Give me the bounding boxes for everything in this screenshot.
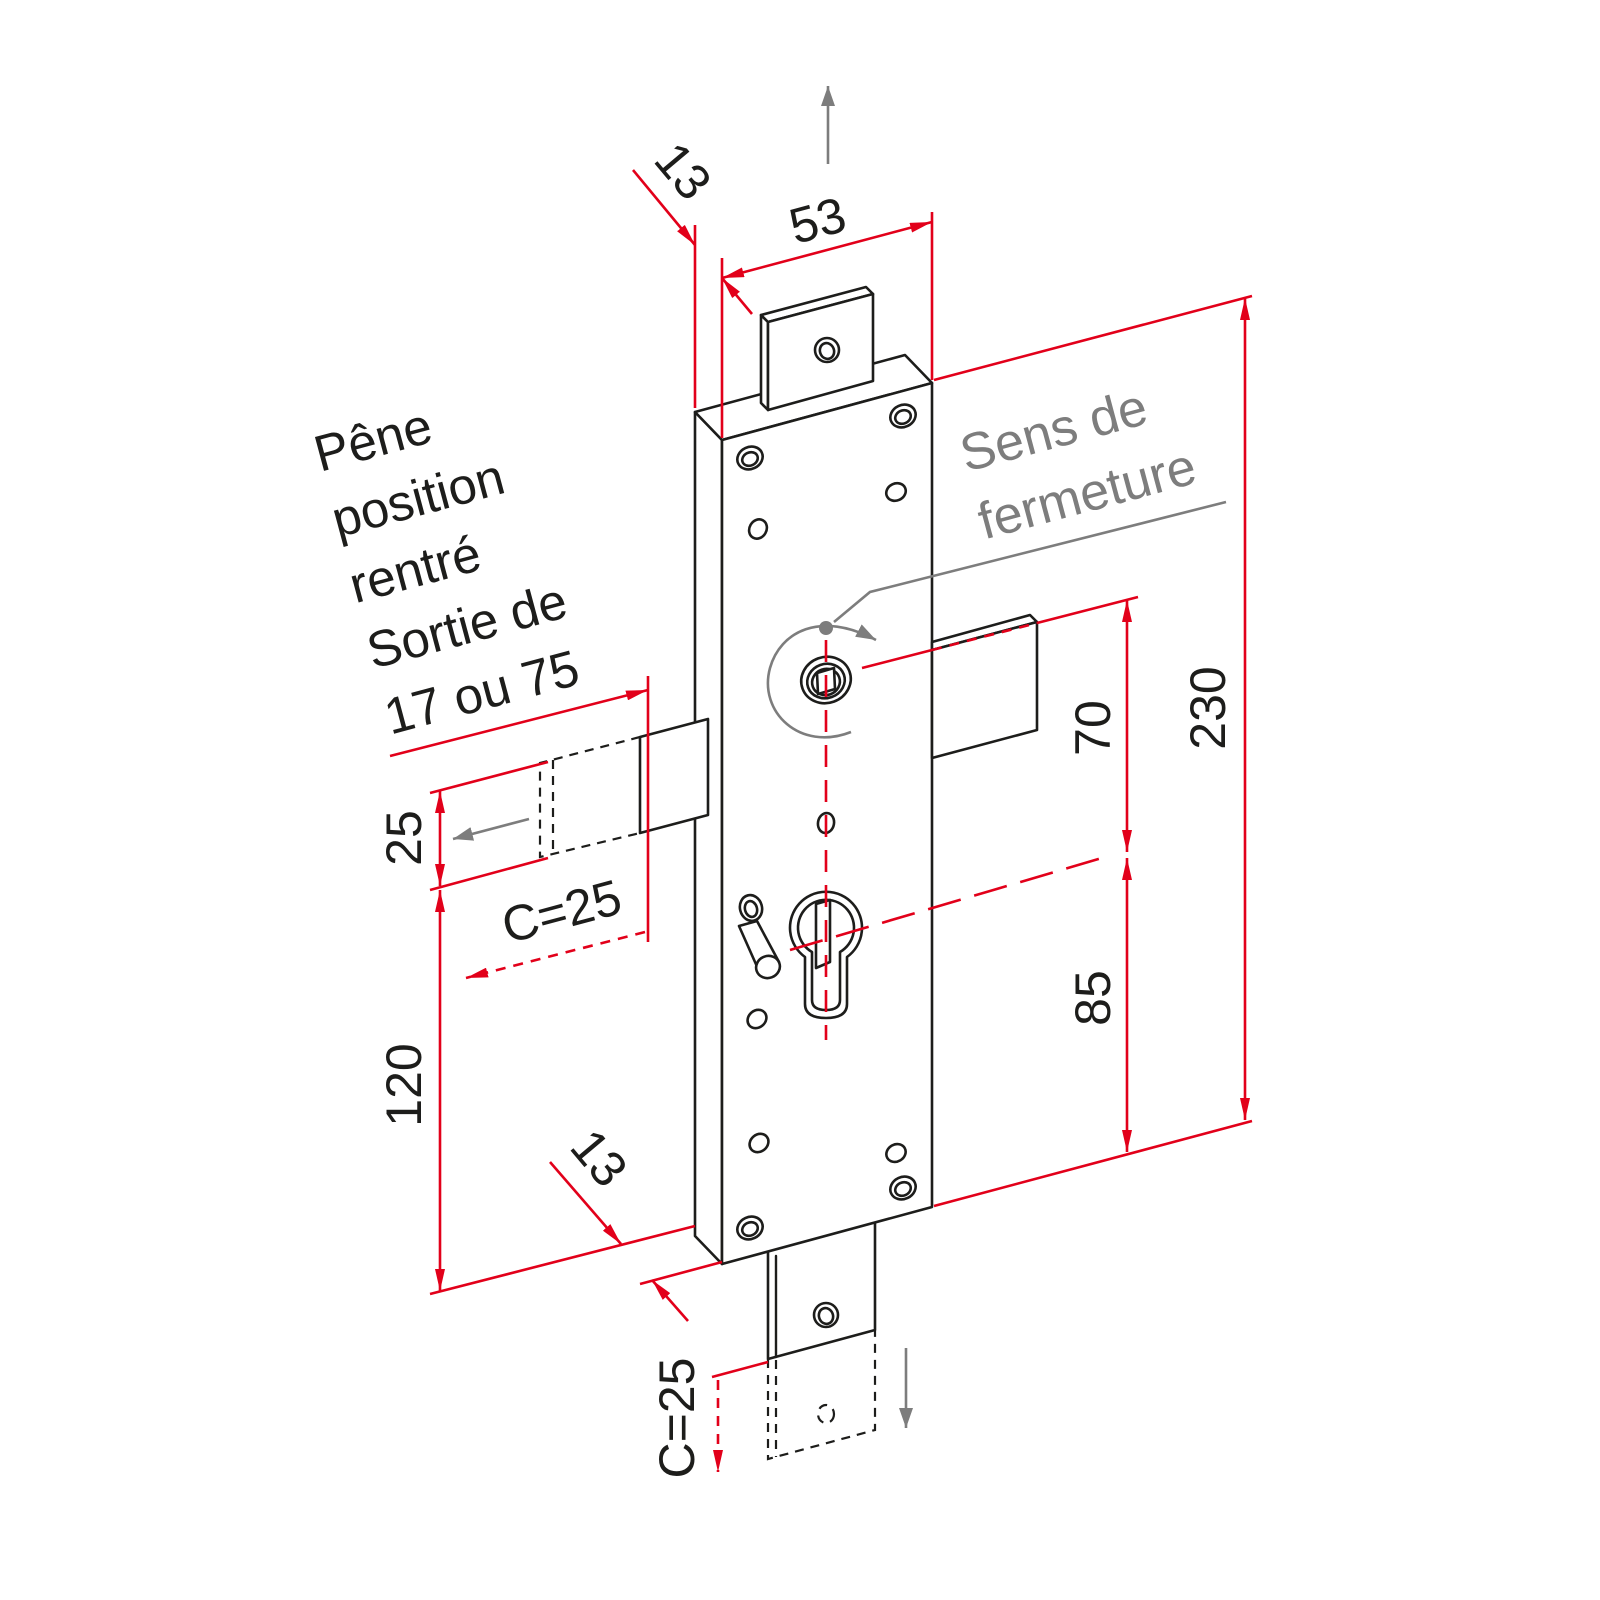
ext-line-total-top [933,294,1253,382]
screw-hole [885,1142,907,1164]
dimension-labels: 13 53 230 70 85 25 120 C=25 13 C=25 [376,132,1236,1479]
cylinder-cutout [788,890,864,1020]
dead-bolt-direction-arrow-icon [452,817,530,841]
closing-direction-dot [819,621,833,635]
direction-indicators [452,86,1227,1428]
dead-bolt-extended-contour [538,735,641,859]
lever-pivot-inner [743,899,759,919]
ext-line-spindle-b [1036,595,1139,625]
dead-bolt-extended-outline [538,735,641,859]
ext-line-spindle-hidden [931,621,1038,652]
label-rod-travel: C=25 [649,1358,705,1479]
screw-hole-inner [893,408,913,426]
lower-bolt-extended-hole [816,1403,836,1425]
ext-line-rod-end [711,1360,769,1379]
lower-bolt-hole-inner [817,1306,835,1326]
dim-line-bolt-travel [465,930,646,980]
closing-direction-note: Sens de fermeture [954,378,1202,551]
closing-direction-leader [833,500,1227,623]
bolt-note: Pêne position rentré Sortie de 17 ou 75 [308,397,585,746]
screw-hole-inner [740,1220,760,1238]
screw-holes [736,403,917,1241]
dim-line-bottom-depth-b [651,1279,689,1322]
ext-line-cylinder-axis [789,853,1113,952]
ext-line-spindle-a [861,648,933,670]
lock-case-side-face [693,410,724,1266]
label-spindle-to-cylinder: 70 [1065,700,1121,756]
lever [737,893,782,980]
screw-hole [747,518,769,540]
dim-line-top-depth-a [631,169,697,246]
screw-hole-inner [740,450,760,468]
screw-hole [746,1008,768,1030]
dim-line-bottom-depth-a [549,1161,622,1245]
dimension-lines [389,169,1253,1472]
label-total-height: 230 [1180,666,1236,749]
upper-bolt [759,285,875,412]
lever-end [754,954,782,980]
label-width: 53 [783,186,851,254]
bolt-note-underline [389,688,649,758]
screw-hole-inner [893,1180,913,1198]
dim-line-width [721,220,933,280]
lower-bolt-extended-outline [766,1330,877,1461]
label-bolt-to-bottom: 120 [376,1043,432,1126]
ext-line-bolt-top [429,760,549,795]
screw-hole [884,481,908,503]
dead-bolt-retracted [638,717,710,835]
ext-line-case-bottom [429,1224,696,1296]
label-bolt-height: 25 [376,810,432,866]
upper-bolt-hole-inner [818,341,836,361]
ext-line-total-bottom [933,1119,1253,1208]
dim-line-top-depth-b [721,277,753,315]
lower-bolt-extended-contour [766,1330,877,1461]
dead-bolt-face [638,717,710,835]
ext-line-bolt-bottom [429,856,549,892]
cylinder-cam-slot [814,898,832,970]
screw-hole [748,1132,770,1154]
label-cylinder-to-bottom: 85 [1065,970,1121,1026]
